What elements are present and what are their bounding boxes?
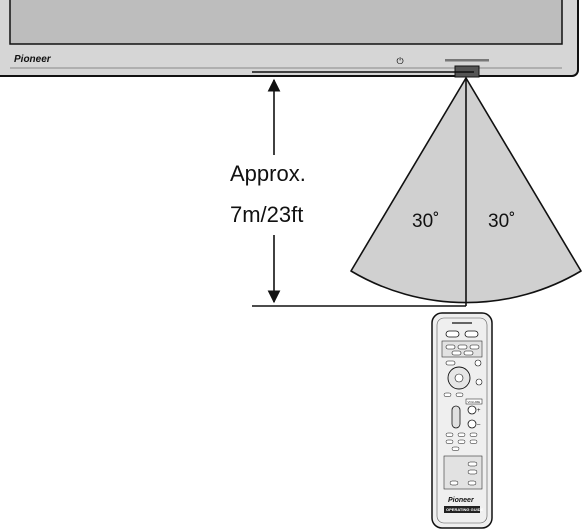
remote-button: [469, 439, 478, 444]
sensor-indicator-strip: [445, 59, 489, 62]
remote-footer-band: [444, 506, 480, 513]
remote-button: [445, 344, 456, 350]
remote-control: VOLUME + – Pioneer OPERATING GUIDE: [431, 312, 493, 529]
remote-inner-outline: [436, 317, 488, 524]
remote-button: [469, 344, 480, 350]
remote-brand-logo: Pioneer: [448, 497, 475, 504]
display-screen: [9, 0, 563, 45]
remote-button: [474, 359, 482, 367]
remote-button: [467, 469, 478, 475]
remote-button: [475, 378, 483, 386]
plasma-display: Pioneer ⏻: [0, 0, 579, 78]
remote-button: [445, 432, 454, 437]
volume-down-button: [467, 419, 477, 429]
reception-angle-sector: 30˚ 30˚: [350, 77, 582, 306]
remote-button: [457, 344, 468, 350]
remote-button: [443, 392, 452, 397]
remote-button: [464, 330, 479, 338]
remote-button: [467, 461, 478, 467]
remote-button: [467, 480, 477, 486]
remote-button: [451, 446, 460, 451]
volume-label: VOLUME: [468, 400, 481, 404]
volume-minus-sign: –: [477, 422, 481, 428]
label-backdrop: [226, 155, 326, 235]
distance-dimension: Approx. 7m/23ft: [226, 78, 466, 307]
angle-label-left: 30˚: [412, 211, 439, 232]
remote-button: [457, 432, 466, 437]
angle-label-right: 30˚: [488, 211, 515, 232]
remote-button: [449, 480, 459, 486]
remote-button: [457, 439, 466, 444]
remote-rocker: [451, 405, 461, 429]
remote-button: [445, 439, 454, 444]
remote-button: [455, 392, 464, 397]
distance-label-approx: Approx.: [230, 161, 306, 186]
power-icon: ⏻: [396, 56, 403, 67]
display-brand-logo: Pioneer: [14, 54, 52, 65]
distance-label-value: 7m/23ft: [230, 202, 303, 227]
volume-plus-sign: +: [477, 408, 481, 414]
remote-footer-text: OPERATING GUIDE: [446, 507, 484, 512]
volume-label-box: [465, 398, 483, 405]
remote-nav-center: [454, 373, 464, 383]
remote-button: [469, 432, 478, 437]
remote-button: [463, 350, 474, 356]
volume-up-button: [467, 405, 477, 415]
remote-button: [451, 350, 462, 356]
remote-button: [445, 330, 460, 338]
remote-button: [445, 360, 456, 366]
